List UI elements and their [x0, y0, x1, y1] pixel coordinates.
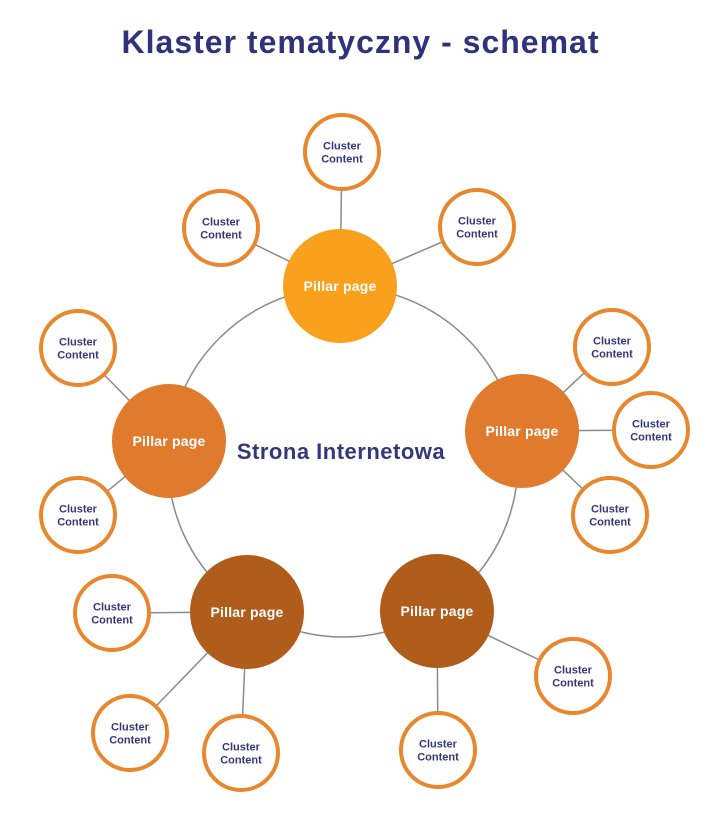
cluster-top-center-circle: [303, 113, 381, 191]
cluster-label-line1: Cluster: [202, 217, 241, 229]
cluster-label-line1: Cluster: [59, 504, 98, 516]
pillar-bottom-right-label: Pillar page: [400, 603, 473, 619]
cluster-top-left-circle: [182, 189, 260, 267]
cluster-label-line1: Cluster: [632, 419, 671, 431]
cluster-right-upper-circle: [573, 308, 651, 386]
cluster-label-line1: Cluster: [323, 141, 362, 153]
pillar-top-label: Pillar page: [303, 278, 376, 294]
cluster-top-right-circle: [438, 188, 516, 266]
cluster-bottom-center-right-circle: [399, 711, 477, 789]
cluster-label-line2: Content: [220, 755, 262, 767]
pillar-bottom-right-circle: [380, 554, 494, 668]
cluster-label-line2: Content: [57, 350, 99, 362]
cluster-label-line1: Cluster: [554, 665, 593, 677]
cluster-label-line2: Content: [552, 678, 594, 690]
cluster-label-line2: Content: [591, 349, 633, 361]
cluster-label-line2: Content: [417, 752, 459, 764]
pillar-top-circle: [283, 229, 397, 343]
cluster-bottom-center-left-circle: [202, 714, 280, 792]
cluster-label-line2: Content: [57, 517, 99, 529]
center-label: Strona Internetowa: [237, 439, 446, 464]
cluster-label-line2: Content: [321, 154, 363, 166]
cluster-label-line1: Cluster: [458, 216, 497, 228]
cluster-bottom-left-outer-circle: [73, 574, 151, 652]
cluster-bottom-right-outer-circle: [534, 637, 612, 715]
cluster-left-lower-circle: [39, 476, 117, 554]
cluster-label-line2: Content: [630, 432, 672, 444]
pillar-right-circle: [465, 374, 579, 488]
cluster-right-middle-circle: [612, 391, 690, 469]
page-title: Klaster tematyczny - schemat: [121, 24, 600, 60]
cluster-label-line1: Cluster: [419, 739, 458, 751]
cluster-bottom-left-lower-circle: [91, 694, 169, 772]
pillar-bottom-left-circle: [190, 555, 304, 669]
cluster-right-lower-circle: [571, 476, 649, 554]
pillar-bottom-left-label: Pillar page: [210, 604, 283, 620]
cluster-label-line2: Content: [589, 517, 631, 529]
pillar-left-label: Pillar page: [132, 433, 205, 449]
cluster-label-line1: Cluster: [593, 336, 632, 348]
cluster-label-line2: Content: [109, 735, 151, 747]
pillar-left-circle: [112, 384, 226, 498]
cluster-left-upper-circle: [39, 309, 117, 387]
cluster-label-line1: Cluster: [111, 722, 150, 734]
cluster-label-line2: Content: [91, 615, 133, 627]
cluster-label-line2: Content: [200, 230, 242, 242]
cluster-label-line1: Cluster: [222, 742, 261, 754]
cluster-label-line1: Cluster: [59, 337, 98, 349]
cluster-label-line2: Content: [456, 229, 498, 241]
cluster-label-line1: Cluster: [591, 504, 630, 516]
cluster-label-line1: Cluster: [93, 602, 132, 614]
pillar-right-label: Pillar page: [485, 423, 558, 439]
